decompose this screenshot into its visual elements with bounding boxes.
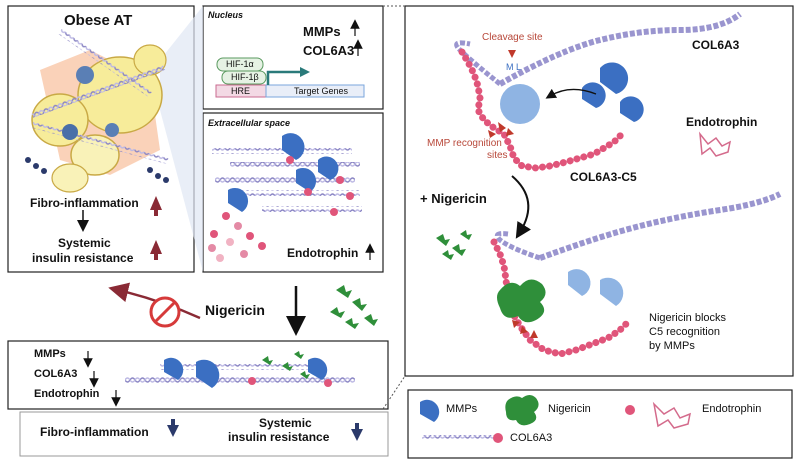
legend-collagen-icon — [422, 435, 494, 441]
legend-endotrophin-icon — [652, 401, 692, 429]
target-genes-label: Target Genes — [294, 86, 349, 96]
bottom-illustration — [125, 351, 355, 388]
legend-nigericin-icon — [505, 395, 539, 426]
mmp-recognition-label: MMP recognition — [427, 138, 502, 149]
hif1a-label: HIF-1α — [226, 59, 254, 69]
middle-nigericin-label: Nigericin — [205, 302, 265, 318]
nucleus-col6a3: COL6A3 — [303, 43, 355, 58]
outcome-systemic: Systemic — [259, 416, 312, 430]
blocks-line-3: by MMPs — [649, 340, 695, 352]
blocks-line-2: C5 recognition — [649, 326, 720, 338]
endotrophin-shape — [699, 131, 732, 157]
bottom-col6a3: COL6A3 — [34, 368, 78, 380]
ml-label: M L — [506, 62, 522, 72]
outcome-fibro: Fibro-inflammation — [40, 425, 149, 439]
plus-nigericin-label: + Nigericin — [420, 191, 487, 206]
bottom-endotrophin: Endotrophin — [34, 388, 100, 400]
panel-obese-title: Obese AT — [64, 12, 133, 29]
nigericin-cluster-middle — [330, 285, 378, 329]
right-top-illustration — [454, 11, 742, 172]
right-col6a3-label: COL6A3 — [692, 38, 740, 52]
outcome-insulin: insulin resistance — [228, 430, 330, 444]
hre-label: HRE — [231, 86, 251, 96]
adipose-tissue-illustration — [25, 28, 169, 193]
right-bottom-illustration — [490, 191, 782, 358]
nigericin-cluster-bound — [497, 279, 546, 323]
cleavage-site-label: Cleavage site — [482, 32, 543, 43]
zoom-wedge — [160, 6, 203, 272]
hif1b-label: HIF-1β — [231, 72, 259, 82]
bottom-mmps: MMPs — [34, 348, 66, 360]
nucleus-title: Nucleus — [208, 10, 244, 20]
right-endotrophin-label: Endotrophin — [686, 115, 758, 129]
legend-col6a3-label: COL6A3 — [510, 432, 553, 444]
obese-fibro-label: Fibro-inflammation — [30, 196, 139, 210]
panel-outcome-frame — [19, 411, 389, 457]
gene-activation — [215, 57, 365, 98]
mmp-recognition-sites-label: sites — [487, 150, 508, 161]
legend-nigericin-label: Nigericin — [548, 403, 591, 415]
legend-mmps-label: MMPs — [446, 403, 478, 415]
nucleus-mmps: MMPs — [303, 24, 341, 39]
extracellular-title: Extracellular space — [208, 118, 291, 128]
obese-systemic-label: Systemic — [58, 236, 111, 250]
blocks-line-1: Nigericin blocks — [649, 312, 727, 324]
obese-insulin-label: insulin resistance — [32, 251, 134, 265]
legend-endotrophin-dot-icon — [625, 405, 635, 415]
nigericin-cluster-right — [436, 230, 472, 260]
legend-endotrophin-label: Endotrophin — [702, 403, 762, 415]
extracellular-illustration — [208, 133, 362, 262]
legend-frame — [407, 389, 793, 459]
extra-endotrophin-label: Endotrophin — [287, 246, 359, 260]
col6a3-c5-label: COL6A3-C5 — [570, 170, 637, 184]
legend-mmp-icon — [420, 399, 440, 422]
